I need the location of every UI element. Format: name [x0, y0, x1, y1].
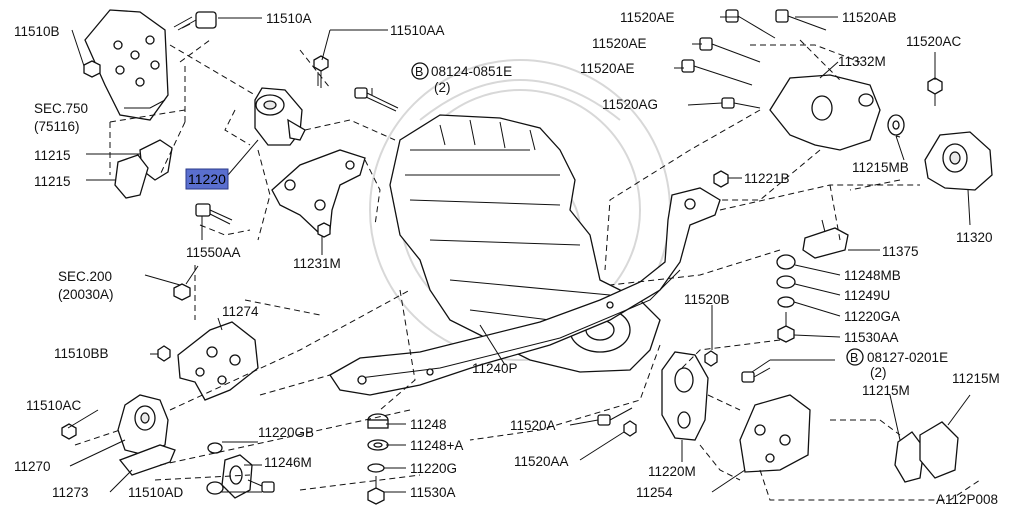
label-11550AA: 11550AA	[186, 245, 241, 260]
label-11320: 11320	[956, 230, 993, 245]
bracket-11274	[177, 321, 259, 401]
b-circle-1	[411, 62, 429, 80]
label-11510B: 11510B	[14, 24, 60, 39]
label-11520AC: 11520AC	[906, 34, 962, 49]
label-11220: 11220	[188, 171, 226, 187]
labels: 11510B 11510A 11510AA B 08124-0851E (2) …	[14, 10, 1000, 507]
label-11248: 11248	[410, 417, 447, 432]
mount-11332M	[769, 74, 881, 151]
label-11220G: 11220G	[410, 461, 457, 476]
washer-11215MB	[887, 114, 905, 136]
bolt-sec200	[173, 265, 199, 301]
mount-11246M	[206, 454, 253, 499]
mount-11220	[254, 87, 306, 146]
nut-11520B	[704, 350, 718, 367]
stack-11248	[367, 413, 389, 505]
label-sec750-sub: (75116)	[34, 119, 80, 134]
label-sec200: SEC.200	[58, 269, 112, 284]
label-08124-qty: (2)	[434, 80, 451, 95]
label-11270: 11270	[14, 459, 51, 474]
label-11248A: 11248+A	[410, 438, 463, 453]
label-11248MB: 11248MB	[844, 268, 901, 283]
label-11215-b: 11215	[34, 174, 71, 189]
label-11520AB: 11520AB	[842, 10, 897, 25]
figure-id: A112P008	[936, 492, 998, 507]
label-11510AC: 11510AC	[26, 398, 82, 413]
bolt-11520AC	[927, 77, 943, 106]
bolt-11520AG	[721, 97, 761, 109]
label-08127: 08127-0201E	[867, 350, 948, 365]
pads-11215	[114, 139, 173, 199]
bracket-11231M	[271, 149, 366, 238]
bolt-08124	[354, 87, 399, 112]
nut-11510BB	[157, 345, 171, 362]
label-11332M: 11332M	[838, 54, 886, 69]
label-11510AD: 11510AD	[128, 485, 184, 500]
label-11240P: 11240P	[472, 361, 518, 376]
bolt-11510AA	[313, 55, 329, 88]
label-sec750: SEC.750	[34, 101, 88, 116]
label-11520B: 11520B	[684, 292, 730, 307]
label-11215M-a: 11215M	[862, 383, 910, 398]
bolt-11510A	[173, 11, 217, 31]
leader-lines	[67, 16, 971, 493]
label-11510AA: 11510AA	[390, 23, 445, 38]
bolt-11510AC	[61, 423, 77, 440]
label-11530AA: 11530AA	[844, 330, 899, 345]
label-11220M: 11220M	[648, 464, 696, 479]
label-11215-a: 11215	[34, 148, 71, 163]
label-08124: 08124-0851E	[431, 64, 512, 79]
label-11220GA: 11220GA	[844, 309, 900, 324]
label-11215M-b: 11215M	[952, 371, 1000, 386]
bolt-11510AD	[247, 479, 275, 493]
label-08127-qty: (2)	[870, 365, 887, 380]
stopper-11375	[802, 219, 849, 259]
crossmember	[329, 187, 721, 396]
label-11254: 11254	[636, 485, 673, 500]
mount-11220M	[661, 351, 709, 441]
b-mark-1: B	[415, 65, 423, 79]
washer-11220GB	[207, 442, 223, 454]
bracket-sec750	[84, 9, 169, 121]
label-11520AE-1: 11520AE	[620, 10, 675, 25]
bolt-08127	[741, 367, 771, 383]
dashed-guides	[74, 39, 981, 501]
label-11215MB: 11215MB	[852, 160, 909, 175]
b-circle-2	[846, 348, 864, 366]
label-11520AG: 11520AG	[602, 97, 658, 112]
highlight-11220	[185, 168, 229, 190]
stack-right-11248MB	[776, 254, 796, 343]
label-11520A: 11520A	[510, 418, 556, 433]
label-11510BB: 11510BB	[54, 346, 109, 361]
b-mark-2: B	[850, 351, 858, 365]
bolts-11520A	[597, 407, 637, 437]
label-11274: 11274	[222, 304, 259, 319]
label-11520AE-3: 11520AE	[580, 61, 635, 76]
label-11273: 11273	[52, 485, 89, 500]
label-11520AA: 11520AA	[514, 454, 569, 469]
label-11530A: 11530A	[410, 485, 456, 500]
bolt-11550AA	[195, 203, 233, 225]
pads-11215M	[894, 421, 959, 483]
bolt-11520AB	[775, 9, 827, 31]
label-11510A: 11510A	[266, 11, 312, 26]
nut-11221B	[713, 170, 729, 188]
mount-11270	[117, 394, 169, 456]
label-11220GB: 11220GB	[258, 425, 314, 440]
bolt-11510B	[83, 60, 101, 78]
bracket-11254	[739, 394, 811, 473]
label-11221B: 11221B	[744, 171, 790, 186]
label-11231M: 11231M	[293, 256, 341, 271]
mount-11320	[924, 131, 993, 191]
label-sec200-sub: (20030A)	[58, 287, 114, 302]
label-11249U: 11249U	[844, 288, 890, 303]
label-11246M: 11246M	[264, 455, 312, 470]
label-11520AE-2: 11520AE	[592, 36, 647, 51]
label-11375: 11375	[882, 244, 919, 259]
bolts-11520AE	[681, 9, 776, 86]
